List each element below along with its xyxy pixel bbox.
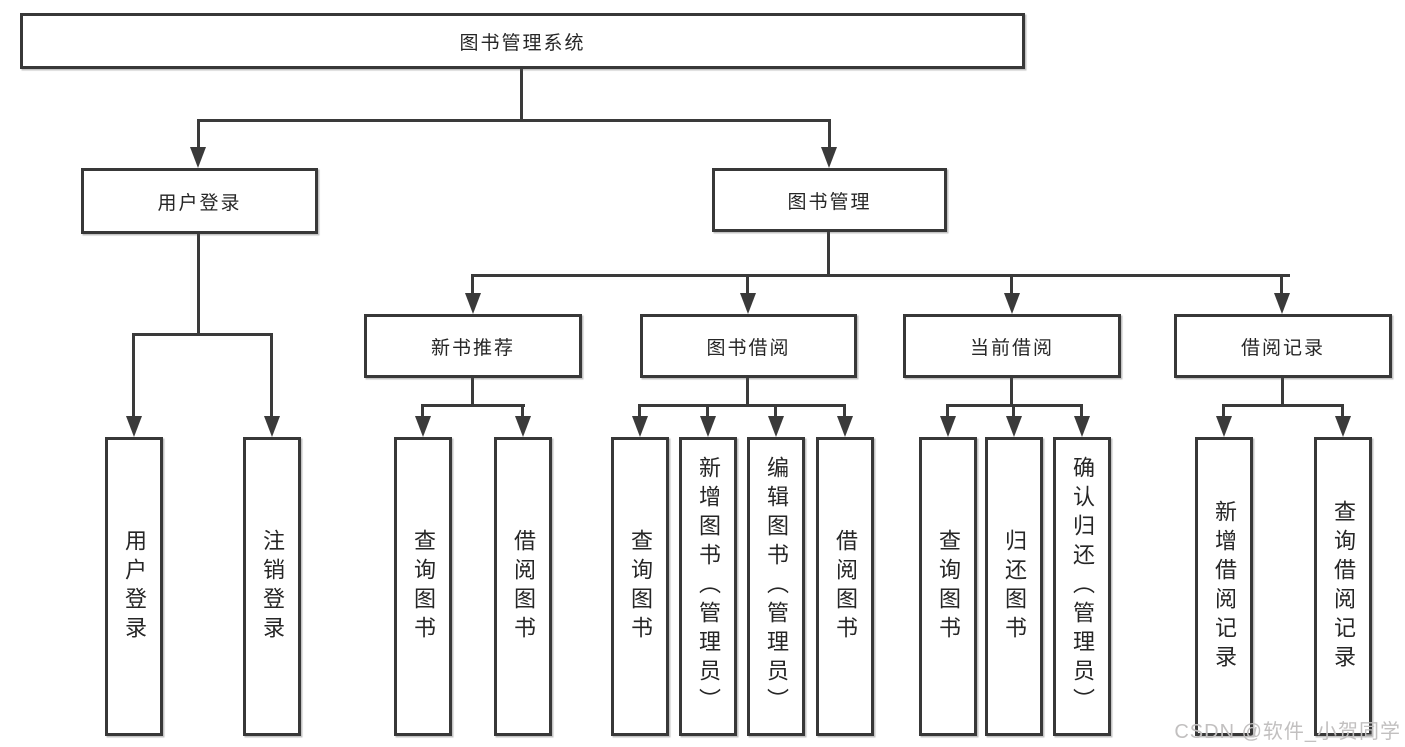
arrowhead-down-icon <box>768 416 784 437</box>
connector-current-stem <box>1010 377 1013 407</box>
leaf-borrow-books-recommend: 借阅图书 <box>494 437 552 736</box>
arrowhead-down-icon <box>465 293 481 314</box>
leaf-label: 新增借阅记录 <box>1212 499 1237 674</box>
connector-recommend-branch <box>421 404 525 407</box>
arrowhead-down-icon <box>1074 416 1090 437</box>
leaf-edit-book-admin: 编辑图书（管理员） <box>747 437 805 736</box>
connector-book-management-stem <box>827 231 830 277</box>
connector-drop-leaf <box>1012 404 1015 418</box>
arrowhead-down-icon <box>1274 293 1290 314</box>
connector-drop-level3 <box>1280 274 1283 295</box>
leaf-query-books-recommend: 查询图书 <box>394 437 452 736</box>
leaf-add-borrow-record: 新增借阅记录 <box>1195 437 1253 736</box>
leaf-label: 查询图书 <box>411 528 436 645</box>
arrowhead-down-icon <box>264 416 280 437</box>
leaf-user-login: 用户登录 <box>105 437 163 736</box>
leaf-label: 查询图书 <box>936 528 961 645</box>
connector-drop-leaf <box>421 404 424 418</box>
leaf-label: 注销登录 <box>260 528 285 645</box>
csdn-watermark: CSDN @软件_小贺同学 <box>1174 721 1401 743</box>
leaf-label: 归还图书 <box>1002 528 1027 645</box>
leaf-add-book-admin: 新增图书（管理员） <box>679 437 737 736</box>
leaf-query-books-borrow: 查询图书 <box>611 437 669 736</box>
connector-drop-leaf <box>1222 404 1225 418</box>
arrowhead-down-icon <box>700 416 716 437</box>
arrowhead-down-icon <box>190 147 206 168</box>
leaf-return-book: 归还图书 <box>985 437 1043 736</box>
node-root: 图书管理系统 <box>20 13 1025 69</box>
connector-borrow-branch <box>638 404 846 407</box>
leaf-query-books-current: 查询图书 <box>919 437 977 736</box>
connector-user-login-stem <box>197 233 200 336</box>
connector-user-login-branch <box>132 333 273 336</box>
leaf-label: 借阅图书 <box>833 528 858 645</box>
leaf-label: 借阅图书 <box>511 528 536 645</box>
connector-drop-user-login <box>197 119 200 148</box>
leaf-label: 编辑图书（管理员） <box>764 456 789 717</box>
node-book-borrow: 图书借阅 <box>640 314 857 378</box>
arrowhead-down-icon <box>1335 416 1351 437</box>
connector-recommend-stem <box>471 377 474 407</box>
arrowhead-down-icon <box>837 416 853 437</box>
connector-borrow-stem <box>746 377 749 407</box>
arrowhead-down-icon <box>1004 293 1020 314</box>
node-book-management: 图书管理 <box>712 168 947 232</box>
leaf-query-borrow-record: 查询借阅记录 <box>1314 437 1372 736</box>
arrowhead-down-icon <box>632 416 648 437</box>
connector-drop-leaf <box>706 404 709 418</box>
arrowhead-down-icon <box>740 293 756 314</box>
node-current-borrow: 当前借阅 <box>903 314 1121 378</box>
connector-records-branch <box>1222 404 1344 407</box>
connector-drop-leaf <box>1080 404 1083 418</box>
arrowhead-down-icon <box>126 416 142 437</box>
leaf-logout: 注销登录 <box>243 437 301 736</box>
arrowhead-down-icon <box>940 416 956 437</box>
leaf-label: 新增图书（管理员） <box>696 456 721 717</box>
connector-drop-level3 <box>746 274 749 295</box>
arrowhead-down-icon <box>515 416 531 437</box>
node-new-book-recommend: 新书推荐 <box>364 314 582 378</box>
connector-drop-book-management <box>828 119 831 148</box>
connector-drop-leaf <box>132 333 135 417</box>
connector-root-branch <box>197 119 831 122</box>
leaf-confirm-return-admin: 确认归还（管理员） <box>1053 437 1111 736</box>
leaf-label: 确认归还（管理员） <box>1070 456 1095 717</box>
connector-drop-leaf <box>638 404 641 418</box>
connector-book-management-branch <box>471 274 1290 277</box>
connector-drop-leaf <box>843 404 846 418</box>
connector-records-stem <box>1281 377 1284 407</box>
leaf-label: 查询图书 <box>628 528 653 645</box>
leaf-label: 用户登录 <box>122 528 147 645</box>
connector-root-stem <box>520 68 523 122</box>
node-borrow-records: 借阅记录 <box>1174 314 1392 378</box>
arrowhead-down-icon <box>821 147 837 168</box>
connector-drop-leaf <box>521 404 524 418</box>
connector-drop-leaf <box>270 333 273 417</box>
leaf-borrow-books: 借阅图书 <box>816 437 874 736</box>
node-user-login: 用户登录 <box>81 168 318 234</box>
arrowhead-down-icon <box>1216 416 1232 437</box>
connector-drop-level3 <box>1010 274 1013 295</box>
connector-drop-leaf <box>1341 404 1344 418</box>
arrowhead-down-icon <box>415 416 431 437</box>
connector-drop-level3 <box>471 274 474 295</box>
connector-drop-leaf <box>946 404 949 418</box>
arrowhead-down-icon <box>1006 416 1022 437</box>
leaf-label: 查询借阅记录 <box>1331 499 1356 674</box>
connector-drop-leaf <box>774 404 777 418</box>
